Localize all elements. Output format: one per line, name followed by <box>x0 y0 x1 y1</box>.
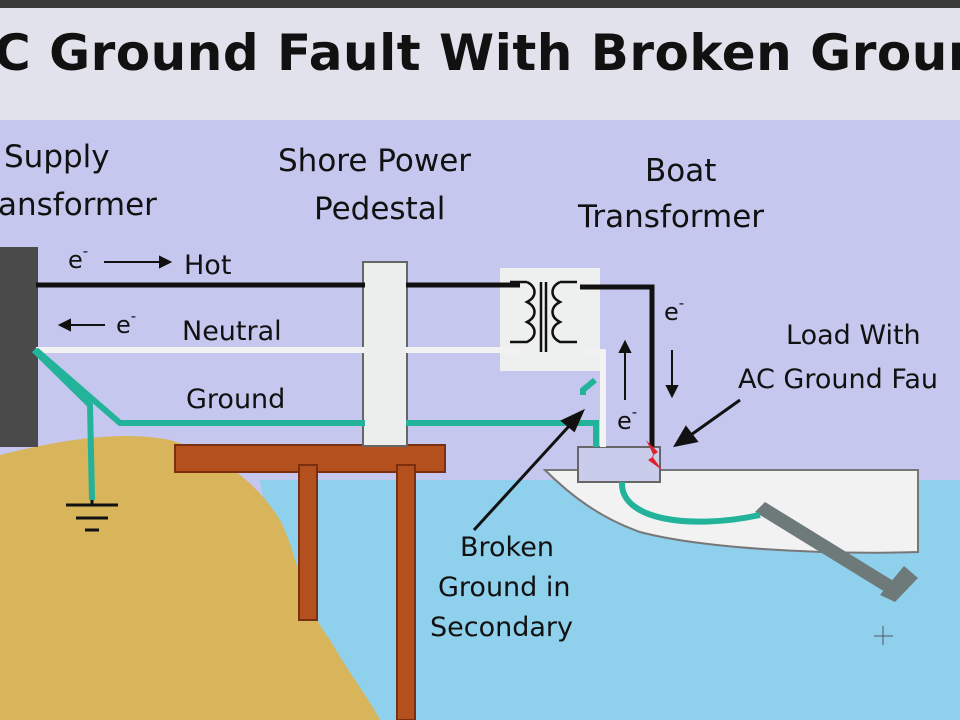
load-label-line2: AC Ground Fau <box>738 364 939 395</box>
boat-outdrive <box>755 502 918 602</box>
top-frame-edge <box>0 0 960 8</box>
load-box <box>577 446 661 483</box>
title-band <box>0 0 960 120</box>
transformer-coil-symbol <box>510 280 577 352</box>
electron-symbol-hot: e- <box>68 242 89 274</box>
crosshair-mark <box>874 626 893 645</box>
broken-ground-label-line2: Ground in <box>438 572 571 603</box>
neutral-wire-label: Neutral <box>182 316 282 347</box>
boat-transformer-label-line1: Boat <box>645 153 717 189</box>
pedestal-label-line2: Pedestal <box>314 191 446 227</box>
load-label-line1: Load With <box>786 320 921 351</box>
dock-piling-right <box>396 464 416 720</box>
shore-land <box>0 435 380 720</box>
earth-ground-symbol <box>66 500 118 532</box>
electron-charge: - <box>130 307 137 325</box>
neutral-wire <box>36 347 606 447</box>
supply-transformer-box <box>0 247 38 447</box>
diagram-title: C Ground Fault With Broken Grour <box>0 24 960 82</box>
hot-wire-label: Hot <box>184 250 232 281</box>
electron-symbol-neutral: e- <box>116 307 137 339</box>
boat-transformer-label-line2: Transformer <box>578 199 765 235</box>
electron-charge: - <box>678 294 685 312</box>
electron-charge: - <box>82 242 89 260</box>
electron-charge: - <box>631 403 638 421</box>
boat-hull <box>542 469 919 554</box>
electron-flow-arrows <box>57 255 679 400</box>
electron-symbol-boat-return: e- <box>617 403 638 435</box>
supply-transformer-label-line2: ansformer <box>0 187 157 223</box>
electron-letter: e <box>664 298 679 326</box>
pointer-arrows <box>472 398 741 532</box>
broken-ground-label-line3: Secondary <box>430 612 573 643</box>
ground-fault-spark <box>646 440 662 470</box>
broken-ground-label-line1: Broken <box>460 532 554 563</box>
ground-wire-label: Ground <box>186 384 286 415</box>
electron-symbol-boat-hot: e- <box>664 294 685 326</box>
electron-letter: e <box>68 246 83 274</box>
pedestal-label-line1: Shore Power <box>278 143 472 179</box>
supply-transformer-label-line1: Supply <box>4 139 110 175</box>
electron-letter: e <box>617 407 632 435</box>
shore-power-pedestal <box>362 261 408 447</box>
hot-wire <box>36 282 655 447</box>
dock-piling-left <box>298 464 318 621</box>
electron-letter: e <box>116 311 131 339</box>
